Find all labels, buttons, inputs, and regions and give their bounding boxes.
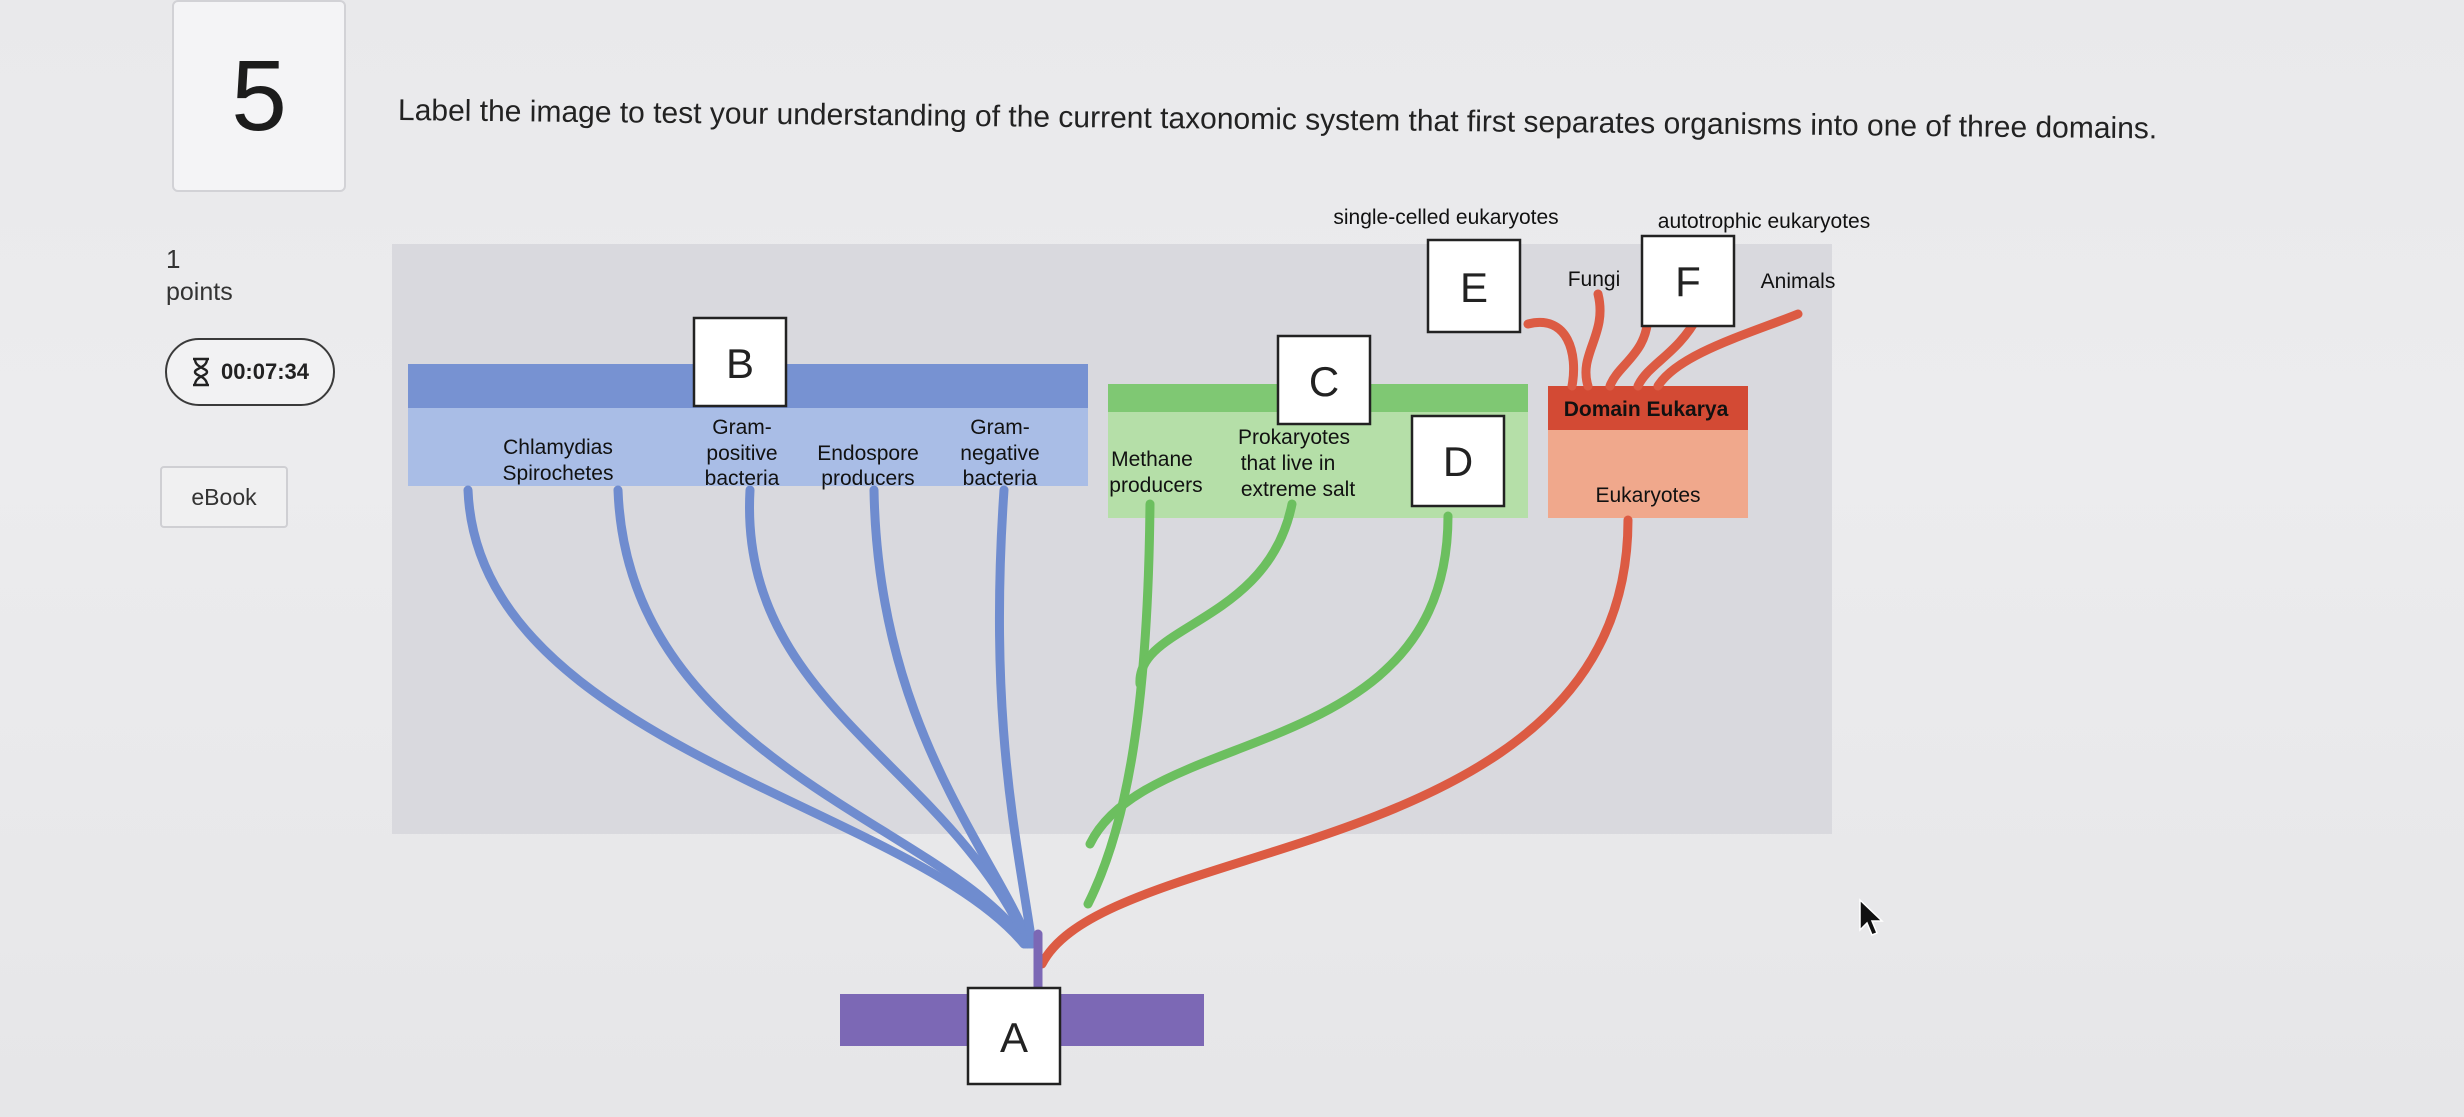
question-number: 5 — [172, 0, 346, 192]
label-fungi: Fungi — [1568, 268, 1621, 291]
label-gram-negative-3: bacteria — [963, 467, 1038, 490]
label-salt-3: extreme salt — [1241, 478, 1356, 501]
drop-box-a-label: A — [1000, 1014, 1028, 1061]
drop-box-b-label: B — [726, 340, 754, 387]
bacteria-label-band — [408, 408, 1088, 486]
hourglass-icon — [192, 357, 209, 387]
branch-archaea-d — [1085, 511, 1453, 849]
label-endospore-2: producers — [821, 467, 914, 490]
label-gram-positive-2: positive — [706, 442, 777, 465]
ebook-button[interactable]: eBook — [160, 466, 288, 528]
label-domain-eukarya: Domain Eukarya — [1564, 398, 1729, 421]
label-chlamydias: Chlamydias — [503, 436, 613, 459]
drop-box-f[interactable]: F — [1640, 234, 1736, 328]
points-value: 1 — [166, 244, 181, 274]
label-single-celled: single-celled eukaryotes — [1333, 206, 1558, 229]
drop-box-e[interactable]: E — [1426, 238, 1522, 334]
question-prompt: Label the image to test your understandi… — [397, 94, 2158, 146]
tree-of-life-diagram: Chlamydias Spirochetes Gram- positive ba… — [392, 206, 1870, 1086]
drop-box-f-label: F — [1675, 258, 1701, 305]
branch-eukaryotes — [1037, 515, 1633, 969]
label-autotrophic: autotrophic eukaryotes — [1658, 210, 1870, 233]
timer[interactable]: 00:07:34 — [165, 338, 335, 406]
drop-box-d[interactable]: D — [1410, 414, 1506, 508]
drop-box-b[interactable]: B — [692, 316, 788, 408]
branch-gram-negative — [994, 485, 1037, 949]
label-salt-2: that live in — [1241, 452, 1336, 475]
label-methane-1: Methane — [1111, 448, 1193, 471]
diagram-panel — [392, 244, 1832, 834]
label-salt-1: Prokaryotes — [1238, 426, 1350, 449]
mouse-pointer-icon — [1859, 898, 1884, 936]
label-eukaryotes: Eukaryotes — [1595, 484, 1700, 507]
branch-euk-animals — [1653, 309, 1803, 391]
label-gram-positive-3: bacteria — [705, 467, 780, 490]
branch-euk-e — [1523, 317, 1579, 391]
branch-spirochetes — [613, 485, 1031, 949]
points-label: points — [166, 278, 233, 306]
branch-extreme-salt — [1135, 499, 1297, 689]
label-gram-negative-1: Gram- — [970, 416, 1030, 439]
timer-value: 00:07:34 — [220, 359, 310, 384]
branch-endospore — [869, 485, 1035, 949]
drop-box-c[interactable]: C — [1276, 334, 1372, 426]
label-spirochetes: Spirochetes — [503, 462, 614, 485]
branch-methane — [1083, 499, 1155, 909]
drop-box-d-label: D — [1443, 438, 1473, 485]
label-gram-negative-2: negative — [960, 442, 1039, 465]
drop-box-e-label: E — [1460, 264, 1488, 311]
branch-chlamydias — [463, 485, 1029, 949]
drop-box-a[interactable]: A — [966, 986, 1062, 1086]
label-methane-2: producers — [1109, 474, 1202, 497]
label-endospore-1: Endospore — [817, 442, 919, 465]
eukarya-label-band — [1548, 430, 1748, 518]
eukarya-header-band — [1548, 386, 1748, 430]
label-gram-positive-1: Gram- — [712, 416, 772, 439]
branch-gram-positive — [745, 485, 1033, 949]
branch-euk-fungi — [1581, 289, 1605, 391]
drop-box-c-label: C — [1309, 358, 1339, 405]
label-animals: Animals — [1761, 270, 1836, 293]
